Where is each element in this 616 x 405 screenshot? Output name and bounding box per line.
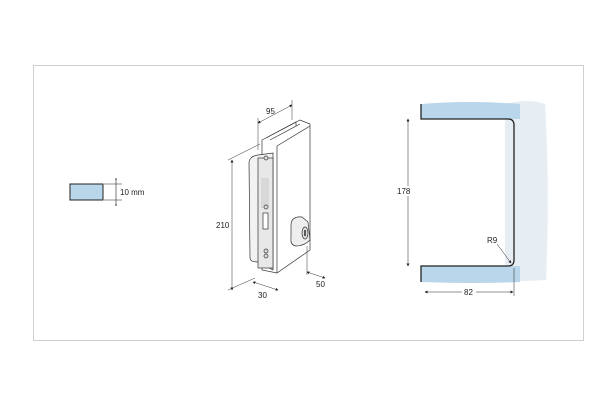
glass-top xyxy=(421,102,520,119)
radius-label: R9 xyxy=(487,236,498,245)
profile-height-label: 178 xyxy=(397,187,411,196)
glass-thickness-label: 10 mm xyxy=(120,188,145,197)
u-profile xyxy=(420,104,515,282)
background-shade xyxy=(505,101,548,282)
profile-width-label: 82 xyxy=(464,288,473,297)
profile-drawing xyxy=(406,101,548,296)
lock-drawing xyxy=(227,100,326,291)
lock-depth-label: 30 xyxy=(258,291,267,300)
glass-thickness-detail: 10 mm xyxy=(69,178,145,206)
glass-bottom xyxy=(421,266,520,283)
lock-height-label: 210 xyxy=(216,221,230,230)
frame-border xyxy=(33,65,584,341)
lock-width-label: 95 xyxy=(266,107,275,116)
knob-offset-label: 50 xyxy=(316,280,325,289)
latch-slot xyxy=(262,212,269,230)
glass-section xyxy=(69,183,104,201)
